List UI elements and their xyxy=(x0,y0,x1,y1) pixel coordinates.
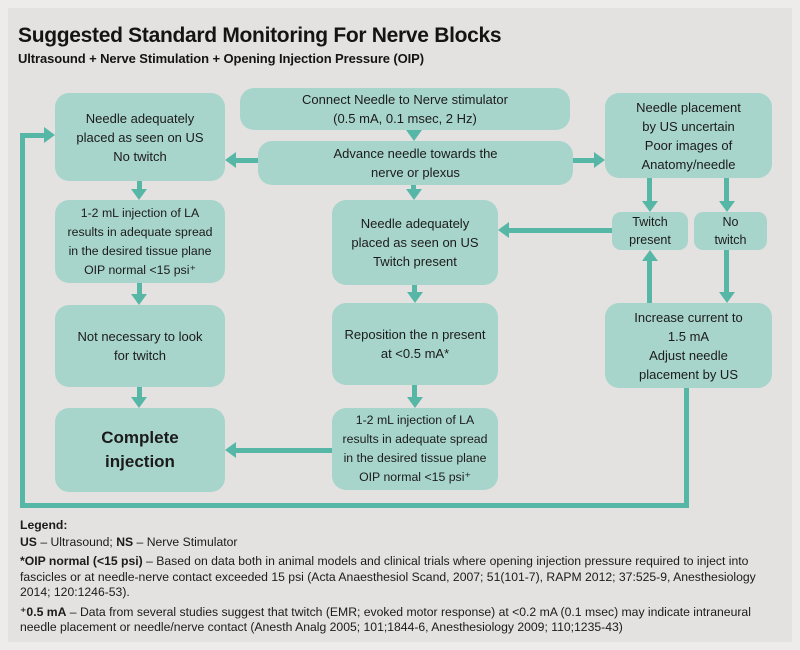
arrow-increase-to-twitchpresent-stem xyxy=(647,261,652,303)
feedback-loop-right-vertical xyxy=(684,388,689,508)
arrow-mid2-to-mid3-stem xyxy=(412,385,417,398)
arrow-advance-to-right-head xyxy=(594,152,605,168)
feedback-loop-left-vertical xyxy=(20,133,25,508)
arrow-twitchpresent-to-mid1-stem xyxy=(509,228,612,233)
page-subtitle: Ultrasound + Nerve Stimulation + Opening… xyxy=(18,51,424,66)
legend: Legend: US – Ultrasound; NS – Nerve Stim… xyxy=(20,518,785,640)
arrow-mid1-to-mid2-stem xyxy=(412,285,417,293)
node-text-line: twitch xyxy=(714,233,747,247)
node-increase-current: Increase current to 1.5 mA Adjust needle… xyxy=(605,303,772,388)
arrow-notwitch-to-increase-stem xyxy=(724,250,729,293)
node-text-line: at <0.5 mA* xyxy=(380,346,450,361)
node-text-line: placed as seen on US xyxy=(351,235,479,250)
legend-ma-term: ⁺0.5 mA xyxy=(20,604,67,619)
legend-abbreviations: US – Ultrasound; NS – Nerve Stimulator xyxy=(20,535,785,551)
arrow-advance-to-mid-stem xyxy=(411,185,416,190)
arrow-twitchpresent-to-mid1-head xyxy=(498,222,509,238)
node-text-line: placed as seen on US xyxy=(76,129,204,145)
arrow-advance-to-mid-head xyxy=(406,189,422,200)
legend-ma-text: – Data from several studies suggest that… xyxy=(20,604,751,635)
legend-ns-term: NS xyxy=(116,534,134,549)
arrow-advance-to-right-stem xyxy=(573,158,594,163)
node-text-line: Advance needle towards the xyxy=(333,146,498,161)
node-us-no-twitch: Needle adequately placed as seen on US N… xyxy=(55,93,225,181)
node-text-line: Increase current to xyxy=(634,309,743,325)
node-placement-uncertain: Needle placement by US uncertain Poor im… xyxy=(605,93,772,178)
arrow-left1-to-left2-stem xyxy=(137,181,142,190)
arrow-mid3-to-complete-stem xyxy=(236,448,332,453)
node-text-line: Needle placement xyxy=(636,99,741,115)
node-text-line: Connect Needle to Nerve stimulator xyxy=(302,92,508,107)
arrow-mid1-to-mid2-head xyxy=(407,292,423,303)
arrow-advance-to-left-stem xyxy=(236,158,258,163)
page-title: Suggested Standard Monitoring For Nerve … xyxy=(18,24,502,47)
legend-us-text: – Ultrasound; xyxy=(36,534,117,549)
node-reposition-needle: Reposition the n present at <0.5 mA* xyxy=(332,303,498,385)
arrow-notwitch-to-increase-head xyxy=(719,292,735,303)
node-twitch-present: Twitch present xyxy=(612,212,688,250)
feedback-loop-bottom-horizontal xyxy=(20,503,689,508)
arrow-uncertain-to-notwitch-stem xyxy=(724,178,729,202)
node-text-line: results in adequate spread xyxy=(67,224,213,239)
legend-heading: Legend: xyxy=(20,518,68,532)
arrow-left2-to-left3-stem xyxy=(137,283,142,295)
arrow-mid3-to-complete-head xyxy=(225,442,236,458)
node-text-line: results in adequate spread xyxy=(342,432,488,446)
node-text-line: in the desired tissue plane xyxy=(68,243,212,258)
node-text-line: Anatomy/needle xyxy=(641,156,736,172)
arrow-advance-to-left-head xyxy=(225,152,236,168)
node-text-line: Twitch present xyxy=(373,254,457,269)
node-injection-left: 1-2 mL injection of LA results in adequa… xyxy=(55,200,225,283)
legend-oip-note: *OIP normal (<15 psi) – Based on data bo… xyxy=(20,554,785,601)
arrow-increase-to-twitchpresent-head xyxy=(642,250,658,261)
node-advance-needle: Advance needle towards the nerve or plex… xyxy=(258,141,573,185)
arrow-connect-to-advance-head xyxy=(406,130,422,141)
node-complete-injection: Complete injection xyxy=(55,408,225,492)
node-text-line: for twitch xyxy=(113,348,166,363)
node-injection-mid: 1-2 mL injection of LA results in adequa… xyxy=(332,408,498,490)
node-text-line: by US uncertain xyxy=(642,118,735,134)
arrow-uncertain-to-twitchpresent-head xyxy=(642,201,658,212)
arrow-mid2-to-mid3-head xyxy=(407,397,423,408)
node-text-line: placement by US xyxy=(639,366,738,382)
node-text-line: No twitch xyxy=(113,148,167,164)
legend-us-term: US xyxy=(20,534,37,549)
arrow-left1-to-left2-head xyxy=(131,189,147,200)
node-text-line: Twitch xyxy=(632,215,668,229)
node-connect-stimulator: Connect Needle to Nerve stimulator (0.5 … xyxy=(240,88,570,130)
node-text-line: (0.5 mA, 0.1 msec, 2 Hz) xyxy=(333,111,477,126)
arrow-left2-to-left3-head xyxy=(131,294,147,305)
arrow-uncertain-to-twitchpresent-stem xyxy=(647,178,652,202)
node-text-line: No xyxy=(722,215,739,229)
node-no-twitch: No twitch xyxy=(694,212,767,250)
node-text-line: OIP normal <15 psi⁺ xyxy=(359,470,471,484)
legend-oip-text: – Based on data both in animal models an… xyxy=(20,554,756,599)
node-text-line: Adjust needle xyxy=(649,347,728,363)
arrow-left3-to-complete-head xyxy=(131,397,147,408)
legend-ns-text: – Nerve Stimulator xyxy=(133,534,238,549)
node-text-line: injection xyxy=(105,452,175,471)
legend-oip-term: *OIP normal (<15 psi) xyxy=(20,554,143,568)
node-not-necessary-twitch: Not necessary to look for twitch xyxy=(55,305,225,387)
node-text-line: Reposition the n present xyxy=(344,327,486,342)
node-text-line: Not necessary to look xyxy=(77,329,203,344)
node-text-line: OIP normal <15 psi⁺ xyxy=(84,262,196,277)
node-text-line: Needle adequately xyxy=(360,216,470,231)
feedback-loop-entry-head xyxy=(44,127,55,143)
node-text-line: Needle adequately xyxy=(85,110,195,126)
arrow-left3-to-complete-stem xyxy=(137,387,142,398)
node-text-line: 1-2 mL injection of LA xyxy=(355,413,475,427)
legend-ma-note: ⁺0.5 mA – Data from several studies sugg… xyxy=(20,605,785,636)
node-text-line: present xyxy=(629,233,671,247)
node-text-line: Complete xyxy=(101,428,179,447)
header: Suggested Standard Monitoring For Nerve … xyxy=(18,24,502,66)
node-us-twitch-present: Needle adequately placed as seen on US T… xyxy=(332,200,498,285)
arrow-uncertain-to-notwitch-head xyxy=(719,201,735,212)
node-text-line: in the desired tissue plane xyxy=(343,451,487,465)
feedback-loop-entry-stem xyxy=(20,133,44,138)
node-text-line: nerve or plexus xyxy=(371,165,460,180)
node-text-line: 1.5 mA xyxy=(667,328,710,344)
node-text-line: 1-2 mL injection of LA xyxy=(80,205,200,220)
node-text-line: Poor images of xyxy=(644,137,733,153)
